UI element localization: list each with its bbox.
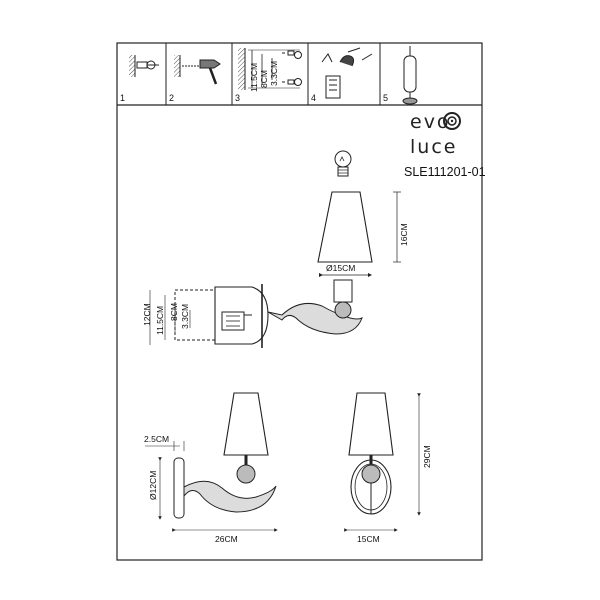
brand-logo: evo luce [410, 111, 461, 158]
front-width: 15CM [357, 534, 380, 544]
shade-height: 16CM [399, 223, 409, 246]
lamp-shade [317, 191, 401, 278]
wall-plug-icon [129, 55, 159, 77]
steps-strip: 1 2 3 4 5 [117, 43, 482, 106]
step-3-number: 3 [235, 93, 240, 103]
side-width: 26CM [215, 534, 238, 544]
step-2-number: 2 [169, 93, 174, 103]
step3-dim-c: 3.3CM [269, 61, 279, 86]
mounting-plate-icon [402, 46, 418, 105]
model-number: SLE111201-01 [404, 165, 486, 179]
bracket-dim-inner: 8CM [169, 303, 179, 321]
step-4-number: 4 [311, 93, 316, 103]
side-depth: 2.5CM [144, 434, 169, 444]
bracket-dim-small: 3.3CM [180, 304, 190, 329]
step-1-number: 1 [120, 93, 125, 103]
front-view-drawing [344, 392, 421, 532]
step3-dim-b: 8CM [259, 70, 269, 88]
shade-diameter: Ø15CM [326, 263, 355, 273]
brand-line-1: evo [410, 111, 451, 133]
hammer-icon [174, 55, 221, 85]
screw-icon [238, 48, 302, 90]
brand-line-2: luce [410, 136, 457, 158]
wiring-icon [321, 47, 373, 99]
bulb-icon [334, 150, 352, 177]
step3-dim-a: 11.5CM [249, 63, 259, 92]
side-plate-diameter: Ø12CM [148, 471, 158, 500]
front-height: 29CM [422, 445, 432, 468]
bracket-dim-outer: 12CM [142, 303, 152, 326]
bracket-drawing [149, 279, 363, 348]
step-5-number: 5 [383, 93, 388, 103]
side-view-drawing [145, 392, 278, 532]
page-frame [116, 42, 483, 561]
bracket-dim-mid: 11.5CM [155, 306, 165, 335]
